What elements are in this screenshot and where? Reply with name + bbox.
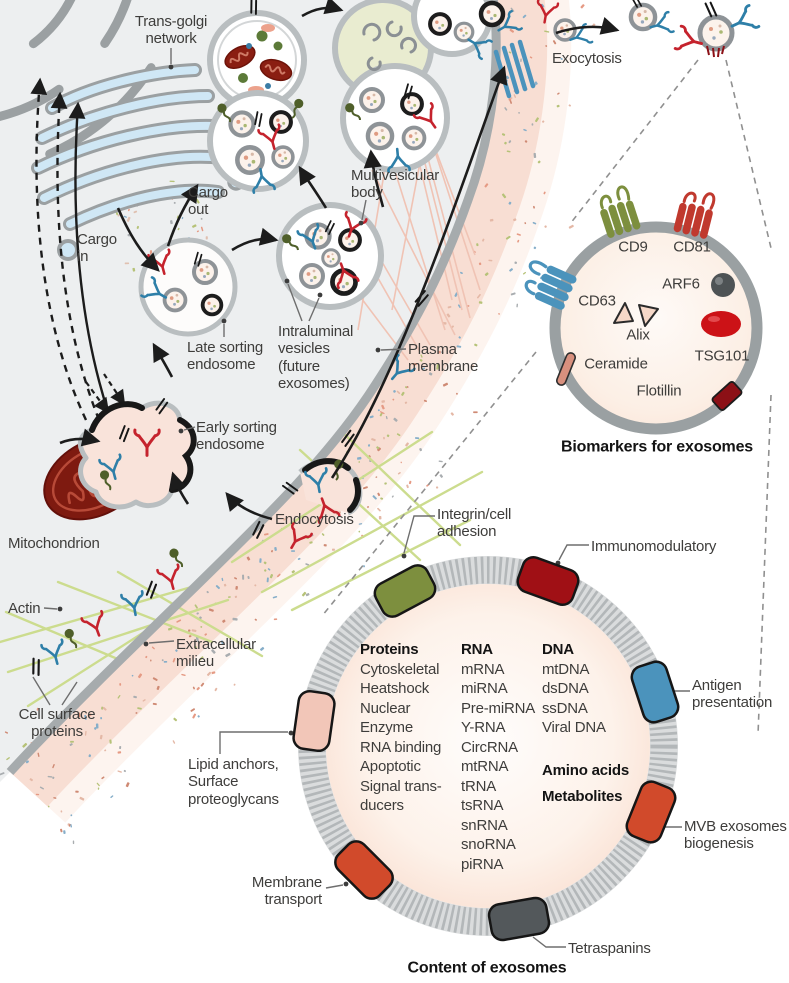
label-mitochondrion: Mitochondrion (8, 535, 100, 552)
label-actin: Actin (8, 600, 41, 617)
content-list: Proteins Cytoskeletal Heatshock Nuclear … (360, 640, 657, 874)
list-item: Y-RNA (461, 719, 506, 736)
integrin-protein (373, 564, 437, 618)
immunomodulatory-protein (516, 556, 580, 606)
released-exosomes (553, 0, 761, 58)
label-antigen-presentation: Antigen presentation (692, 677, 773, 712)
label-exocytosis: Exocytosis (552, 50, 622, 67)
list-item: Cytoskeletal (360, 660, 440, 678)
list-item: ssDNA (542, 699, 588, 717)
exocytosis-site (411, 0, 560, 99)
late-sorting-endosome (138, 237, 238, 337)
ceramide-lipid (556, 352, 576, 386)
list-item: Enzyme (360, 719, 413, 736)
list-item: mtDNA (542, 660, 590, 678)
column-header: DNA (542, 641, 574, 658)
label-endocytosis: Endocytosis (275, 511, 354, 528)
vesicle-cluster (207, 90, 309, 194)
mvb-biogenesis-protein (625, 780, 677, 844)
label-cd81: CD81 (673, 238, 711, 256)
label-early-sorting-endosome: Early sorting endosome (196, 419, 277, 454)
label-arf6: ARF6 (662, 275, 700, 293)
label-late-sorting-endosome: Late sorting endosome (187, 339, 263, 374)
flotillin-protein (711, 381, 743, 411)
label-trans-golgi-network: Trans-golgi network (134, 13, 208, 48)
label-plasma-membrane: Plasma membrane (408, 341, 479, 376)
tsg101-protein (701, 311, 741, 337)
list-item: Viral DNA (542, 719, 606, 736)
content-column-rna: RNA mRNA miRNA Pre-miRNA Y-RNA CircRNA m… (461, 640, 542, 874)
lipid-anchor-protein (292, 689, 336, 753)
list-item: tRNA (461, 777, 497, 795)
list-item: snRNA (461, 816, 508, 834)
label-tetraspanins: Tetraspanins (568, 940, 651, 957)
label-cell-surface-proteins: Cell surface proteins (18, 706, 96, 741)
endocytosis-cup (282, 457, 363, 525)
list-item: Signal trans- (360, 777, 442, 795)
column-header: RNA (461, 641, 493, 658)
list-item: CircRNA (461, 738, 518, 756)
label-cd9: CD9 (618, 238, 648, 256)
label-membrane-transport: Membrane transport (251, 874, 322, 909)
biomarkers-circle (516, 183, 763, 435)
alix-protein (613, 302, 659, 327)
list-item: mtRNA (461, 758, 509, 775)
label-cd63: CD63 (578, 292, 616, 310)
list-item: ducers (360, 797, 404, 814)
list-item: Pre-miRNA (461, 699, 536, 717)
list-item: tsRNA (461, 797, 504, 814)
early-sorting-endosome (77, 398, 197, 510)
header-amino-acids: Amino acids (542, 761, 629, 779)
caption-biomarkers: Biomarkers for exosomes (561, 438, 753, 456)
content-column-dna: DNA mtDNA dsDNA ssDNA Viral DNA Amino ac… (542, 640, 657, 874)
caption-content-of-exosomes: Content of exosomes (407, 959, 567, 977)
label-ceramide: Ceramide (584, 355, 648, 373)
multivesicular-body-upper (332, 0, 450, 174)
list-item: snoRNA (461, 836, 516, 853)
label-cargo-in: Cargo in (77, 231, 117, 266)
arf6-protein (711, 273, 735, 297)
label-lipid-anchors: Lipid anchors, Surface proteoglycans (188, 756, 279, 808)
plasma-membrane-line (6, 0, 501, 776)
list-item: dsDNA (542, 680, 589, 697)
multivesicular-body-lower (276, 202, 384, 310)
milieu-speckles (0, 0, 596, 845)
label-flotillin: Flotillin (636, 382, 682, 400)
label-integrin-cell-adhesion: Integrin/cell adhesion (437, 506, 512, 541)
list-item: miRNA (461, 680, 508, 697)
recycling-arrows (30, 77, 126, 446)
label-extracellular-milieu: Extracellular milieu (176, 636, 256, 671)
membrane-transport-protein (334, 840, 394, 900)
label-multivesicular-body: Multivesicular body (351, 167, 440, 202)
header-metabolites: Metabolites (542, 788, 623, 805)
list-item: RNA binding (360, 738, 442, 756)
list-item: Nuclear (360, 699, 411, 717)
content-circle (292, 556, 680, 942)
list-item: piRNA (461, 855, 504, 873)
golgi-apparatus (31, 63, 245, 261)
antigen-presentation-protein (630, 660, 680, 724)
list-item: Heatshock (360, 680, 430, 697)
label-mvb-exosomes-biogenesis: MVB exosomes biogenesis (684, 818, 787, 853)
label-tsg101: TSG101 (694, 347, 750, 365)
column-header: Proteins (360, 641, 419, 658)
label-cargo-out: Cargo out (188, 184, 228, 219)
list-item: Apoptotic (360, 758, 421, 775)
list-item: mRNA (461, 660, 505, 678)
pathway-arrows (59, 0, 620, 521)
label-immunomodulatory: Immunomodulatory (591, 538, 717, 555)
label-alix: Alix (626, 326, 650, 344)
zoom-indicator-lines (321, 59, 772, 736)
content-column-proteins: Proteins Cytoskeletal Heatshock Nuclear … (360, 640, 461, 874)
exosome-surface-marks (706, 45, 725, 58)
label-intraluminal-vesicles: Intraluminal vesicles (future exosomes) (278, 323, 354, 393)
tetraspanins-protein (487, 896, 551, 942)
